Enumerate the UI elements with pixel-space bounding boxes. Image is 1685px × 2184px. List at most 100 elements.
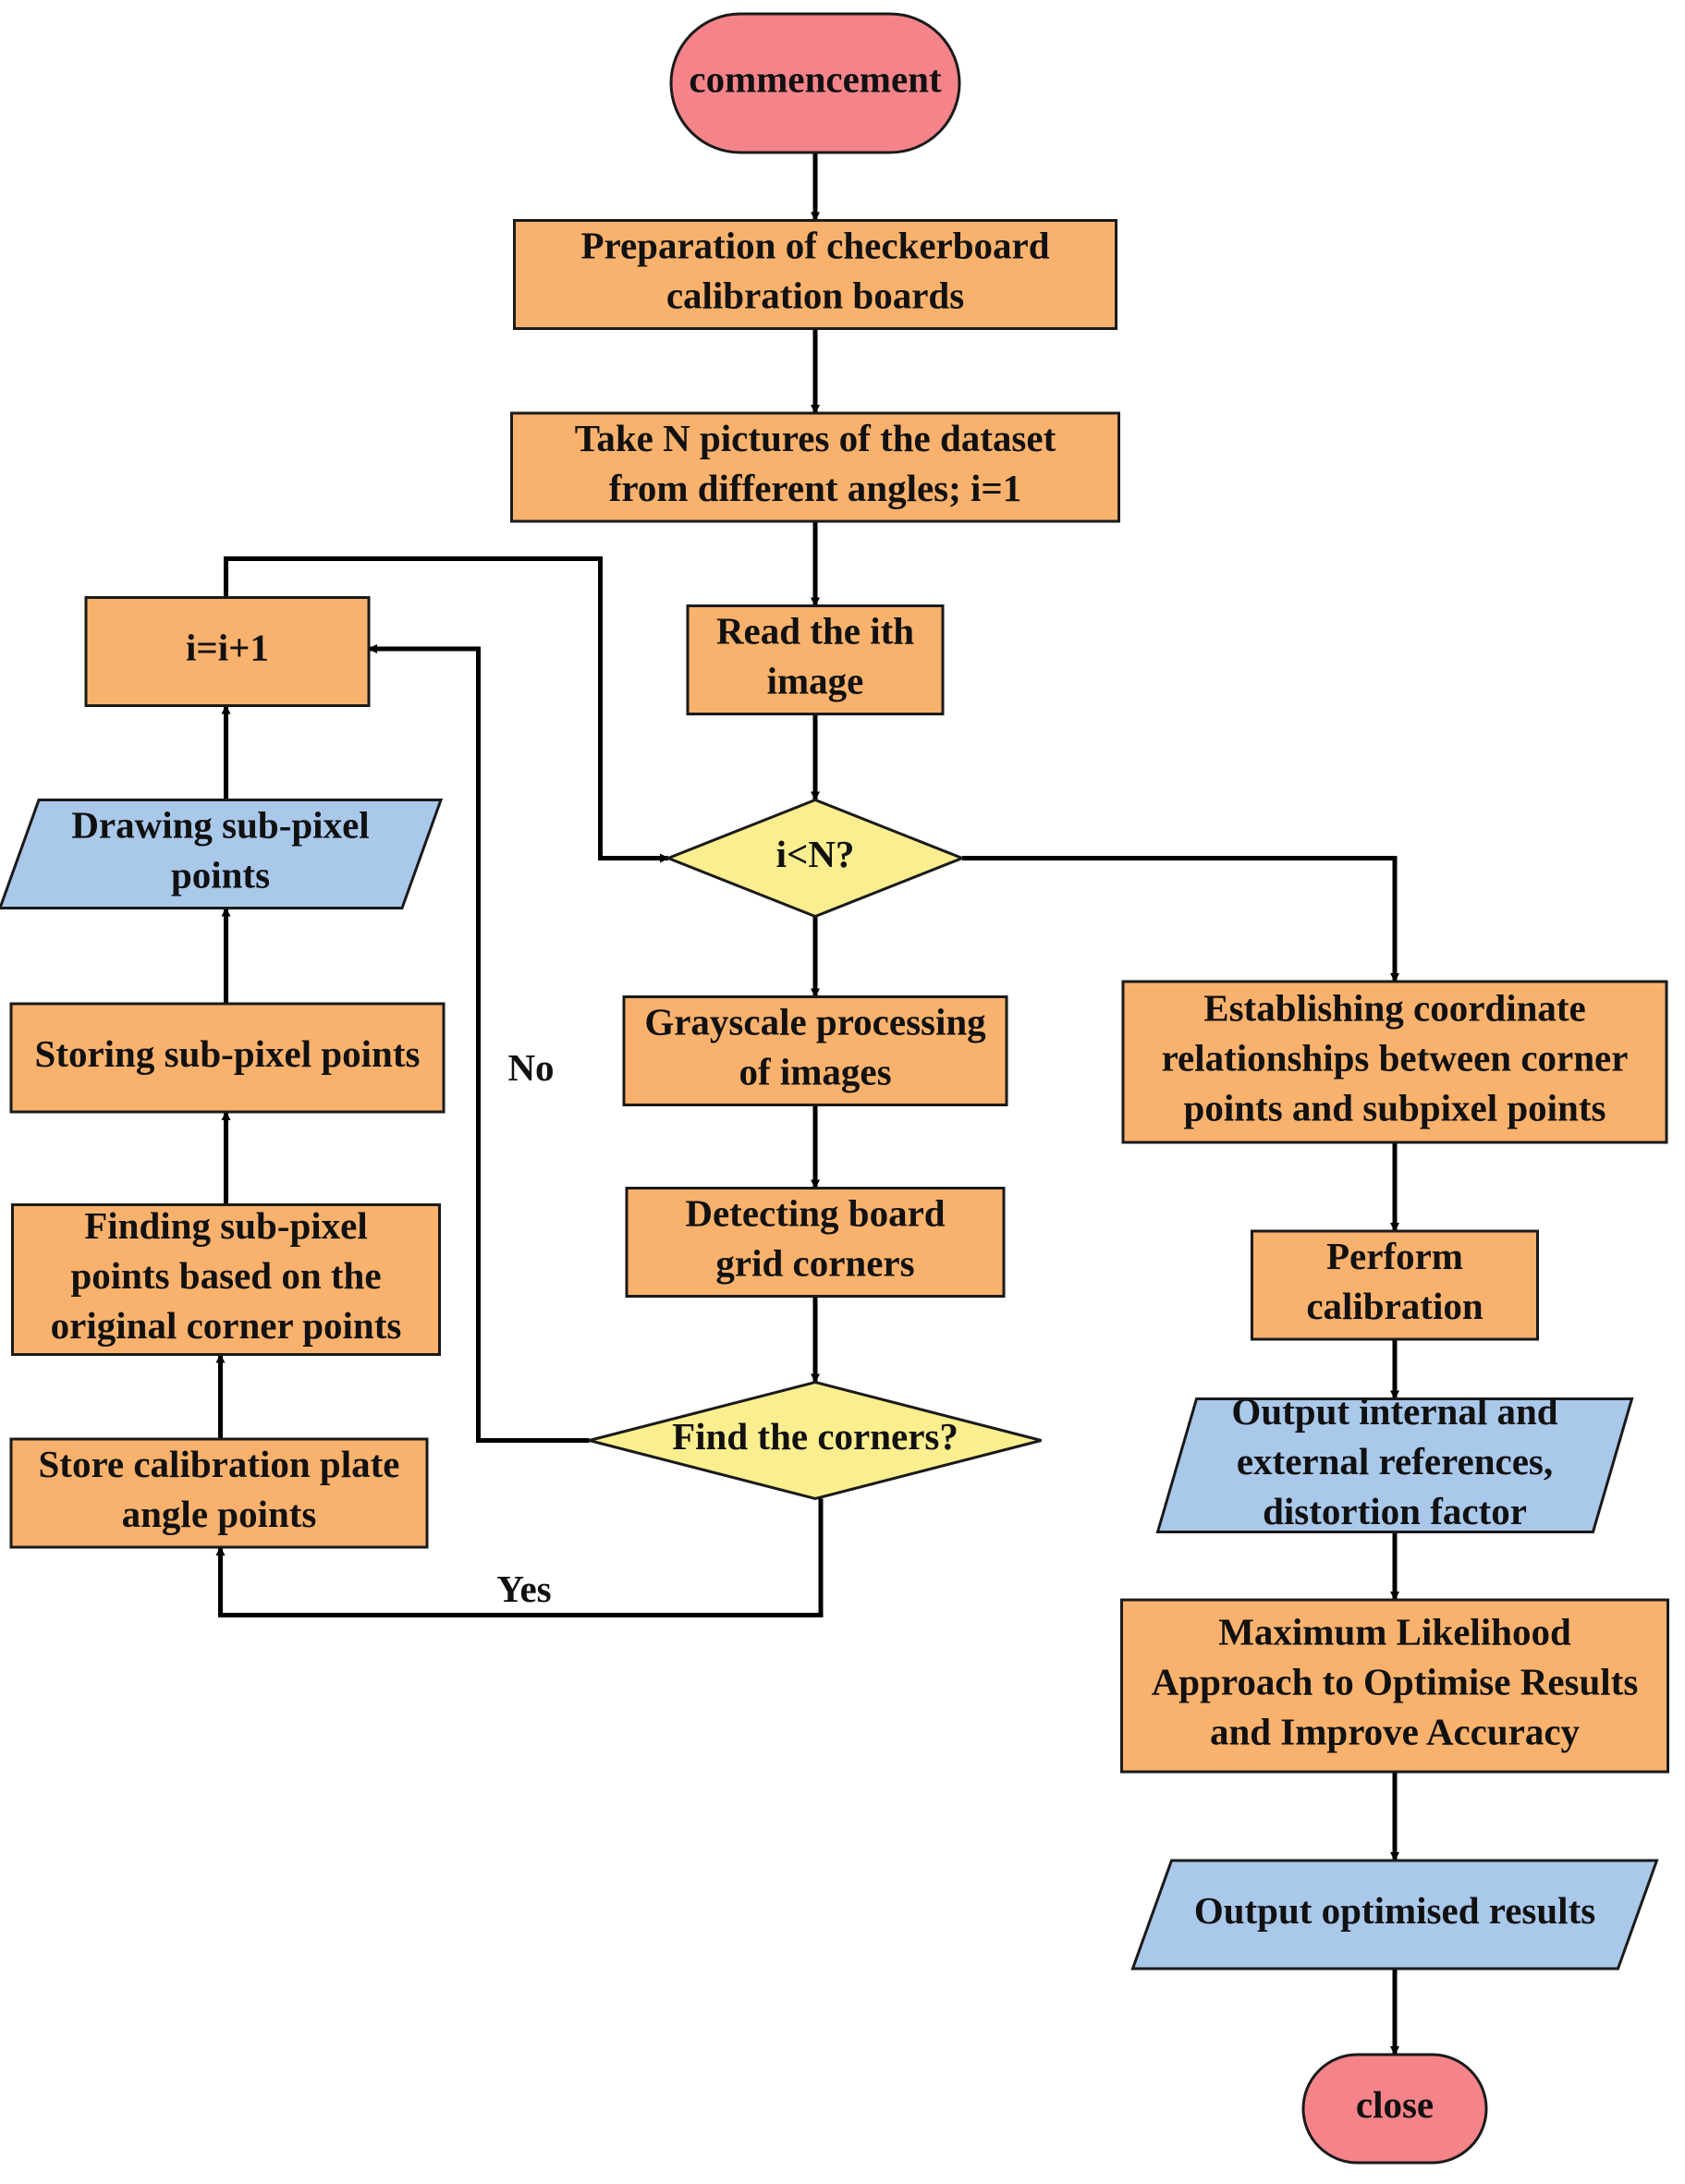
node-label-line: external references, — [1237, 1440, 1553, 1482]
node-label-line: Grayscale processing — [644, 1000, 986, 1043]
node-label: Read the ith image — [716, 609, 914, 702]
node-start: commencement — [669, 12, 961, 154]
io-shape — [0, 799, 444, 909]
process-shape — [513, 219, 1117, 330]
process-shape — [510, 411, 1120, 523]
node-label: Finding sub-pixel points based on the orig… — [51, 1204, 402, 1347]
node-label-line: Take N pictures of the dataset — [575, 417, 1056, 459]
node-label-line: points and subpixel points — [1184, 1086, 1606, 1129]
node-label-line: angle points — [122, 1493, 317, 1535]
node-label-line: grid corners — [715, 1241, 914, 1284]
node-gray: Grayscale processing of images — [622, 995, 1008, 1106]
node-label: Establishing coordinate relationships bet… — [1162, 986, 1629, 1129]
decision-shape — [664, 798, 967, 919]
process-shape — [9, 1437, 429, 1549]
node-label: Store calibration plate angle points — [39, 1443, 400, 1535]
node-label-line: Maximum Likelihood — [1218, 1610, 1571, 1653]
node-label: Take N pictures of the dataset from diffe… — [575, 417, 1056, 509]
node-label-line: Detecting board — [685, 1191, 945, 1234]
node-label-line: Output internal and — [1231, 1390, 1557, 1433]
node-label: Find the corners? — [672, 1415, 958, 1458]
node-draw: Drawing sub-pixel points — [0, 799, 444, 909]
process-shape — [1120, 1598, 1669, 1774]
io-shape — [1155, 1397, 1634, 1533]
node-label-line: Establishing coordinate — [1203, 986, 1585, 1029]
edges-layer — [215, 153, 1399, 2056]
process-shape — [625, 1187, 1006, 1298]
edge-label-no: No — [507, 1046, 554, 1089]
node-label-line: Find the corners? — [672, 1415, 958, 1458]
process-shape — [11, 1203, 441, 1356]
node-storing: Storing sub-pixel points — [9, 1002, 446, 1114]
node-label-line: Approach to Optimise Results — [1152, 1660, 1639, 1702]
edge-inc-to-check_n — [224, 556, 669, 863]
node-label-line: original corner points — [51, 1304, 402, 1347]
node-label-line: Storing sub-pixel points — [35, 1032, 421, 1075]
node-inc: i=i+1 — [84, 596, 371, 707]
node-label: commencement — [689, 57, 942, 100]
process-shape — [1121, 980, 1668, 1144]
edge-find-to-store_cal — [215, 1498, 824, 1617]
node-label: Drawing sub-pixel points — [71, 803, 369, 896]
node-establish: Establishing coordinate relationships bet… — [1121, 980, 1668, 1144]
node-output-ref: Output internal and external references, d… — [1155, 1390, 1634, 1533]
node-label: Detecting board grid corners — [685, 1191, 945, 1284]
edge-label-yes: Yes — [496, 1568, 551, 1610]
node-perform: Perform calibration — [1251, 1229, 1539, 1341]
decision-shape — [589, 1380, 1042, 1501]
terminal-shape — [669, 12, 961, 154]
node-label-line: Preparation of checkerboard — [580, 224, 1049, 266]
node-label-line: calibration — [1306, 1285, 1484, 1327]
terminal-shape — [1301, 2053, 1488, 2165]
node-label: close — [1356, 2083, 1434, 2126]
io-shape — [1130, 1859, 1659, 1970]
node-label-line: i<N? — [776, 833, 855, 875]
edge-check_n-to-establish — [962, 856, 1399, 982]
node-label: Grayscale processing of images — [644, 1000, 986, 1092]
process-shape — [84, 596, 371, 707]
node-store-cal: Store calibration plate angle points — [9, 1437, 429, 1549]
node-output-opt: Output optimised results — [1130, 1859, 1659, 1970]
node-check-n: i<N? — [664, 798, 967, 919]
node-label-line: Output optimised results — [1194, 1889, 1595, 1932]
node-label-line: of images — [739, 1050, 891, 1092]
node-label-line: points based on the — [70, 1254, 381, 1297]
node-finding: Finding sub-pixel points based on the orig… — [11, 1203, 441, 1356]
node-label-line: commencement — [689, 57, 942, 100]
node-label: Storing sub-pixel points — [35, 1032, 421, 1075]
node-label-line: Drawing sub-pixel — [71, 803, 369, 846]
node-label-line: Read the ith — [716, 609, 914, 652]
node-label-line: close — [1356, 2083, 1434, 2126]
node-label-line: i=i+1 — [186, 626, 269, 668]
process-shape — [686, 604, 945, 715]
node-label: i=i+1 — [186, 626, 269, 668]
node-take: Take N pictures of the dataset from diffe… — [510, 411, 1120, 523]
edge-find-to-inc — [368, 644, 590, 1443]
process-shape — [9, 1002, 446, 1114]
node-label: Preparation of checkerboard calibration b… — [580, 224, 1049, 316]
node-label-line: image — [767, 659, 864, 702]
node-label-line: from different angles; i=1 — [609, 467, 1022, 509]
node-label-line: calibration boards — [666, 274, 964, 316]
node-label-line: distortion factor — [1263, 1490, 1527, 1532]
node-label: Output optimised results — [1194, 1889, 1595, 1932]
node-read: Read the ith image — [686, 604, 945, 715]
node-label-line: and Improve Accuracy — [1210, 1710, 1581, 1752]
node-label-line: Store calibration plate — [39, 1443, 400, 1485]
process-shape — [622, 995, 1008, 1106]
process-shape — [1251, 1229, 1539, 1341]
node-label-line: relationships between corner — [1162, 1036, 1629, 1079]
node-end: close — [1301, 2053, 1488, 2165]
node-label: i<N? — [776, 833, 855, 875]
node-label: Perform calibration — [1306, 1235, 1484, 1327]
node-label: Output internal and external references, d… — [1231, 1390, 1557, 1532]
node-label-line: Perform — [1326, 1235, 1463, 1277]
node-detect: Detecting board grid corners — [625, 1187, 1006, 1298]
node-label-line: points — [171, 853, 270, 896]
node-label-line: Finding sub-pixel — [84, 1204, 367, 1247]
